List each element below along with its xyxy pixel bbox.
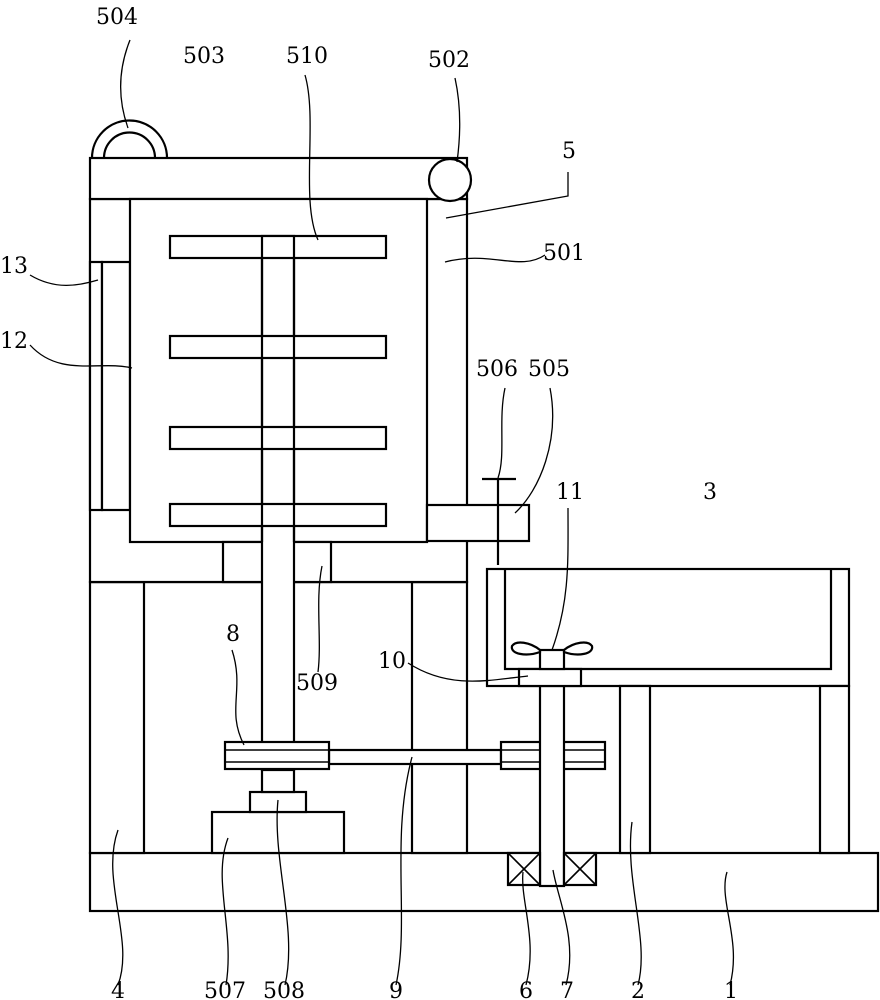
- label-502: 502: [428, 48, 470, 73]
- top-handle-inner: [102, 131, 157, 159]
- label-505: 505: [528, 357, 570, 382]
- left-support-column: [88, 580, 146, 855]
- label-508: 508: [263, 979, 305, 1000]
- label-501: 501: [543, 241, 585, 266]
- side-bracket: [425, 503, 531, 543]
- label-506: 506: [476, 357, 518, 382]
- impeller-right-blade: [562, 641, 594, 656]
- label-5: 5: [562, 139, 576, 164]
- tank-leg-right: [818, 684, 851, 855]
- seal-block: [517, 667, 583, 688]
- label-6: 6: [519, 979, 533, 1000]
- bearing-left-x2: [507, 852, 541, 886]
- center-support-column: [410, 580, 469, 855]
- tank-inner: [503, 569, 833, 671]
- top-handle: [90, 119, 169, 159]
- label-4: 4: [111, 979, 125, 1000]
- label-8: 8: [226, 622, 240, 647]
- label-7: 7: [560, 979, 574, 1000]
- label-12: 12: [0, 329, 28, 354]
- vertical-shaft: [538, 648, 566, 888]
- impeller-left-blade: [510, 641, 542, 656]
- roller: [427, 157, 473, 203]
- tank-leg-left: [618, 684, 652, 855]
- label-1: 1: [724, 979, 738, 1000]
- label-2: 2: [631, 979, 645, 1000]
- label-3: 3: [703, 480, 717, 505]
- base-plate: [88, 851, 880, 913]
- label-10: 10: [378, 649, 406, 674]
- impeller-hub: [538, 648, 566, 671]
- stirring-blade-4: [168, 502, 388, 528]
- label-11: 11: [556, 480, 584, 505]
- side-seal: [100, 260, 132, 512]
- bearing-right-x2: [563, 852, 597, 886]
- label-13: 13: [0, 254, 28, 279]
- label-504: 504: [96, 5, 138, 30]
- stirring-blade-3: [168, 425, 388, 451]
- label-510: 510: [286, 44, 328, 69]
- left-pulley: [223, 740, 331, 771]
- belt: [327, 748, 503, 766]
- motor-shaft: [260, 768, 296, 794]
- stirring-blade-1: [168, 234, 388, 260]
- leader-lines: [29, 39, 734, 986]
- label-503: 503: [183, 44, 225, 69]
- label-9: 9: [389, 979, 403, 1000]
- stirring-blade-2: [168, 334, 388, 360]
- label-509: 509: [296, 671, 338, 696]
- side-window: [88, 260, 104, 512]
- label-507: 507: [204, 979, 246, 1000]
- top-plate: [88, 156, 469, 201]
